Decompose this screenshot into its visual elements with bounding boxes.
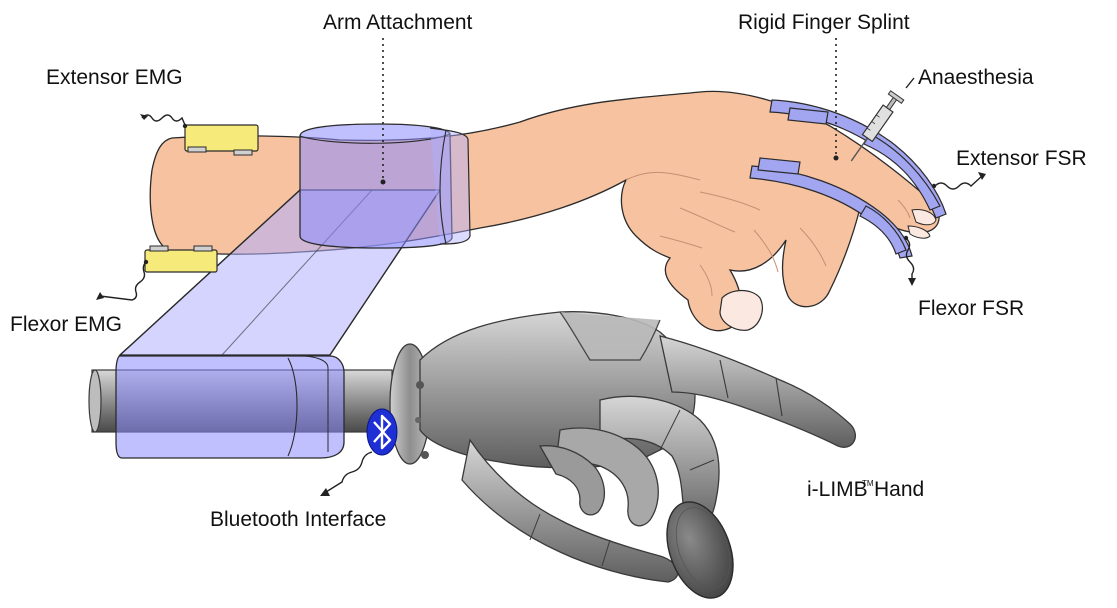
label-ilimb-trademark: TM	[862, 479, 874, 488]
label-ilimb-prefix: i-LIMB	[807, 478, 868, 501]
flexor-emg-sensor	[145, 246, 217, 272]
ilimb-prosthetic-hand	[390, 312, 855, 608]
label-rigid-finger-splint: Rigid Finger Splint	[738, 11, 910, 34]
label-flexor-emg: Flexor EMG	[10, 313, 122, 336]
label-anaesthesia: Anaesthesia	[918, 66, 1034, 89]
label-ilimb-suffix: Hand	[874, 478, 924, 501]
label-extensor-fsr: Extensor FSR	[956, 147, 1087, 170]
label-bluetooth-interface: Bluetooth Interface	[210, 508, 386, 531]
label-arm-attachment: Arm Attachment	[323, 11, 473, 34]
label-extensor-emg: Extensor EMG	[46, 66, 183, 89]
bluetooth-icon	[367, 409, 397, 455]
extensor-emg-sensor	[185, 125, 258, 155]
rod-attachment-cuff	[116, 356, 344, 458]
label-ilimb-hand: i-LIMB TM Hand	[807, 478, 924, 501]
label-flexor-fsr: Flexor FSR	[918, 297, 1024, 320]
